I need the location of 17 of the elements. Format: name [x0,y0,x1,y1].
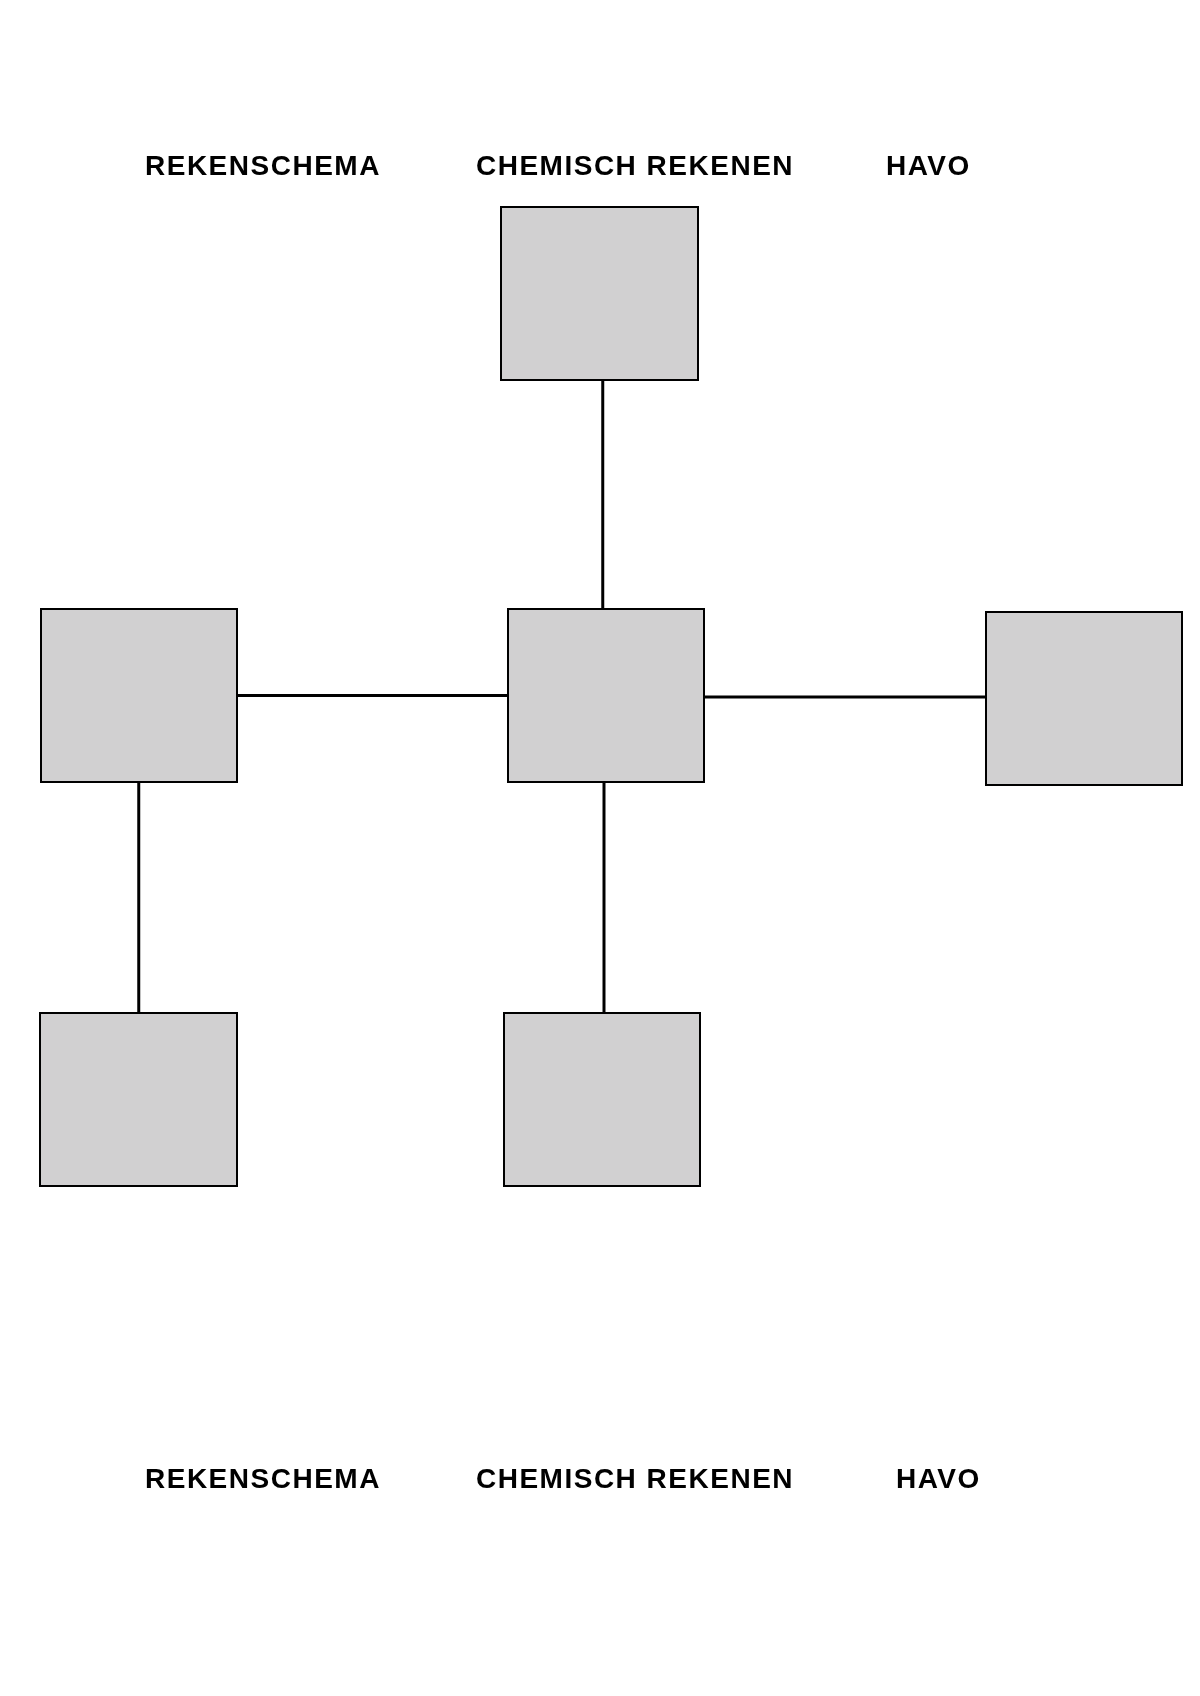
heading-text: REKENSCHEMA [145,1462,381,1496]
empty-box [500,206,699,381]
heading-text: HAVO [886,149,971,183]
heading-text: CHEMISCH REKENEN [476,1462,795,1496]
connector-line [238,694,507,697]
connector-line [602,783,606,1012]
empty-box [40,608,238,783]
empty-box [507,608,705,783]
connector-line [137,783,141,1012]
connector-line [705,695,985,699]
heading-text: CHEMISCH REKENEN [476,149,795,183]
empty-box [985,611,1183,786]
empty-box [39,1012,238,1187]
connector-line [601,381,605,608]
heading-text: REKENSCHEMA [145,149,381,183]
heading-text: HAVO [896,1462,981,1496]
empty-box [503,1012,701,1187]
